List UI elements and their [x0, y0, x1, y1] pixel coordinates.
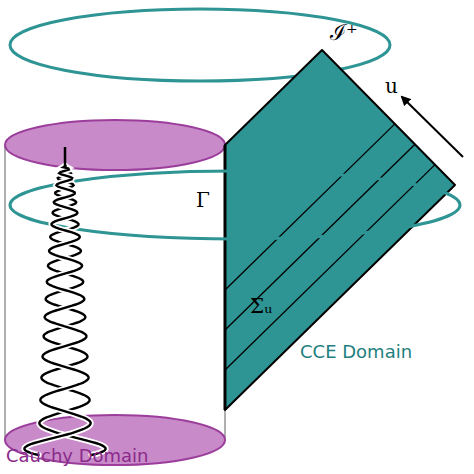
null-slice: [225, 165, 435, 370]
merger-line: [64, 147, 67, 168]
region-label: CCE Domain: [300, 343, 412, 361]
null-slice: [225, 124, 395, 290]
worldtube: [224, 145, 227, 410]
binary-helix: [24, 166, 105, 455]
null-slices: [225, 124, 435, 370]
worldtube-label: Γ: [196, 190, 210, 210]
scri-label: ℐ⁺: [330, 22, 358, 44]
slice-label: Σᵤ: [250, 296, 272, 316]
cylinder-side: [4, 145, 5, 440]
time-label: u: [385, 76, 398, 96]
cylinder-side: [224, 145, 225, 440]
region-label: Cauchy Domain: [6, 447, 149, 465]
cce-region: [225, 50, 455, 410]
helix-strand: [24, 166, 90, 455]
cauchy-slice: [5, 120, 225, 170]
helix-halo: [24, 166, 90, 455]
time-arrow: [402, 97, 463, 157]
